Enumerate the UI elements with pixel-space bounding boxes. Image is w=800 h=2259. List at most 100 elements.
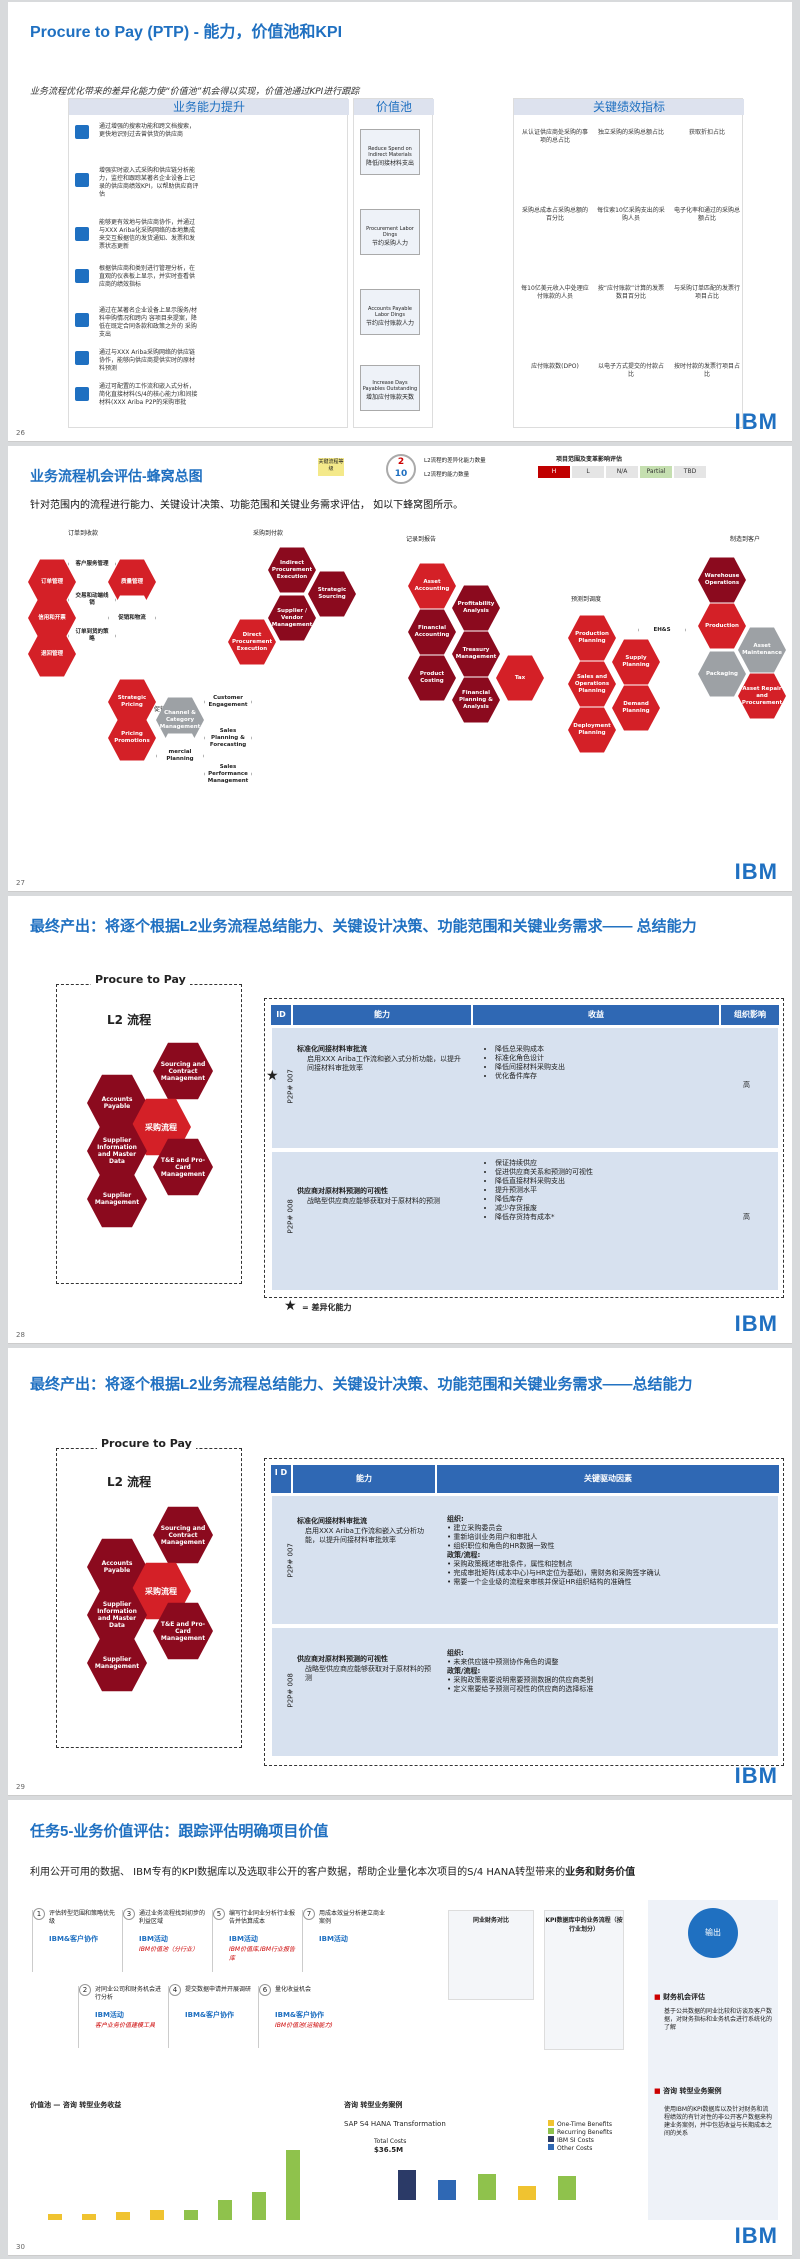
value-pool-bar [286, 2150, 300, 2220]
gain-item: 提升预测水平 [495, 1186, 715, 1195]
honeycomb-hex: Asset Maintenance [738, 626, 786, 674]
value-pool-en: Increase Days Payables Outstanding [361, 380, 419, 392]
value-pool-bar [82, 2214, 96, 2220]
col-header: 组织影响 [721, 1005, 779, 1025]
driver-item: 组织: [447, 1649, 773, 1658]
honeycomb-hex: Product Costing [408, 654, 456, 702]
driver-item: • 采购政策概述审批条件，属性和控制点 [447, 1560, 773, 1569]
output-desc: 使用IBM的KPI数据库以及针对财务和流程绩效的有针对性的非公开客户数据来构建业… [664, 2106, 772, 2138]
step-number: 5 [213, 1908, 225, 1920]
step-owner: IBM活动 [319, 1934, 348, 1944]
honeycomb-hex: Production Planning [568, 614, 616, 662]
process-label: Procure to Pay [97, 1437, 196, 1450]
driver-table: I D 能力 关键驱动因素 P2P# 007 标准化间接材料审批流 启用XXX … [264, 1458, 784, 1766]
value-pool-en: Reduce Spend on Indirect Materials [361, 146, 419, 158]
step-owner: IBM&客户协作 [49, 1934, 98, 1944]
output-1: 财务机会评估 [663, 1993, 705, 2001]
legend-level: 关键流程等级 [318, 458, 344, 476]
capability-header: 业务能力提升 [69, 99, 349, 115]
legend-box: H [538, 466, 570, 478]
slide-intro: 针对范围内的流程进行能力、关键设计决策、功能范围和关键业务需求评估， 如以下蜂窝… [30, 496, 463, 511]
chart-subtitle: SAP S4 HANA Transformation [344, 2120, 446, 2128]
driver-list: 组织:• 未来供应链中预测协作角色的调整政策/流程:• 采购政策需要说明需要预测… [447, 1649, 773, 1694]
output-panel: 输出 ■ 财务机会评估 基于公共数据的同业比较和访谈及客户数据，对财务指标和业务… [648, 1900, 778, 2220]
gain-list: 降低总采购成本标准化角色设计降低间接材料采购支出优化备件库存 [485, 1045, 715, 1081]
slide-subtitle: 业务流程优化带来的差异化能力使“价值池”机会得以实现，价值池通过KPI进行跟踪 [30, 84, 359, 97]
slide-title: 任务5-业务价值评估：跟踪评估明确项目价值 [30, 1820, 328, 1841]
legend-counter: 210 [386, 454, 416, 484]
output-bullet: ■ [654, 2087, 663, 2095]
gain-item: 降低库存 [495, 1195, 715, 1204]
honeycomb-hex: Asset Accounting [408, 562, 456, 610]
page-number: 27 [16, 879, 25, 887]
step-number: 7 [303, 1908, 315, 1920]
slide-capability-summary: 最终产出：将逐个根据L2业务流程总结能力、关键设计决策、功能范围和关键业务需求—… [8, 896, 792, 1344]
kpi-item: 每位索10亿采购支出的采购人员 [596, 207, 666, 223]
driver-item: • 建立采购委员会 [447, 1524, 773, 1533]
step-text: 提交数据申请并开展调研 [185, 1986, 253, 1994]
business-case-bar [478, 2174, 496, 2200]
step-source: IBM价值池（分行业） [139, 1944, 207, 1953]
value-pool-bar [184, 2210, 198, 2220]
page-number: 29 [16, 1783, 25, 1791]
chart-title: 咨询 转型业务案例 [344, 2100, 402, 2110]
capability-item: 通过与XXX Ariba采购网络的供应链协作，能够向供应商提供实时的原材料预测 [99, 349, 199, 373]
kpi-item: 按时付款的发票行项目占比 [672, 363, 742, 379]
step-number: 6 [259, 1984, 271, 1996]
legend-box: L [572, 466, 604, 478]
value-pool-bar [252, 2192, 266, 2220]
value-pool-bar [116, 2212, 130, 2220]
gain-item: 降低存货持有成本* [495, 1213, 715, 1222]
group-label: 记录到报告 [406, 534, 436, 543]
row-id: P2P# 008 [287, 1194, 296, 1234]
capability-icon [75, 269, 89, 283]
step-text: 量化收益机会 [275, 1986, 343, 1994]
kpi-header: 关键绩效指标 [514, 99, 744, 115]
driver-item: • 组织职位和角色的HR数据一致性 [447, 1542, 773, 1551]
capability-item: 能够更有效地与供应商协作，并通过与XXX Ariba化采购网络的本地集成来交互报… [99, 219, 199, 251]
honeycomb-hex: Strategic Sourcing [308, 570, 356, 618]
step-text: 编写行业同业分析行业报告并估算成本 [229, 1910, 297, 1926]
legend-entry: IBM SI Costs [548, 2136, 612, 2144]
gain-item: 降低间接材料采购支出 [495, 1063, 715, 1072]
ibm-logo: IBM [735, 1311, 778, 1337]
legend-entry: Recurring Benefits [548, 2128, 612, 2136]
output-2: 咨询 转型业务案例 [663, 2087, 721, 2095]
kpi-item: 应付账款数(DPO) [520, 363, 590, 371]
honeycomb-hex: Deployment Planning [568, 706, 616, 754]
capability-icon [75, 313, 89, 327]
step-number: 3 [123, 1908, 135, 1920]
process-step: 3通过业务流程找到初步的利益区域IBM活动IBM价值池（分行业） [122, 1910, 206, 1972]
process-label: Procure to Pay [91, 973, 190, 986]
capability-item: 通过增强的搜索功能和跨文档搜索，更快地识别过去曾供货的供应商 [99, 123, 199, 139]
step-owner: IBM&客户协作 [275, 2010, 324, 2020]
ibm-logo: IBM [735, 859, 778, 885]
step-source: IBM价值库,IBM行业报告库 [229, 1944, 297, 1962]
slide-title: 业务流程机会评估-蜂窝总图 [30, 466, 203, 486]
value-pool-zh: 降低间接材料支出 [361, 158, 419, 167]
legend-box: TBD [674, 466, 706, 478]
kpi-library-label: KPI数据库中的业务流程（按行业划分） [545, 1915, 623, 1933]
col-header: 能力 [293, 1465, 435, 1493]
legend-diff-count: L2流程的差异化能力数量 [424, 456, 486, 464]
slide-title: 最终产出：将逐个根据L2业务流程总结能力、关键设计决策、功能范围和关键业务需求—… [30, 1374, 770, 1396]
col-header: 收益 [473, 1005, 719, 1025]
driver-list: 组织:• 建立采购委员会• 重新培训业务用户和审批人• 组织职位和角色的HR数据… [447, 1515, 773, 1587]
step-number: 2 [79, 1984, 91, 1996]
row-impact: 高 [743, 1081, 750, 1090]
capability-icon [75, 387, 89, 401]
value-pool-bar [150, 2210, 164, 2220]
l2-label: L2 流程 [107, 1011, 151, 1028]
ibm-logo: IBM [735, 2223, 778, 2249]
output-bullet: ■ [654, 1993, 663, 2001]
value-pool-zh: 节约应付账款人力 [361, 318, 419, 327]
ibm-logo: IBM [735, 409, 778, 435]
kpi-item: 独立采购的采购总额占比 [596, 129, 666, 137]
legend-box: Partial [640, 466, 672, 478]
value-pool-bar [48, 2214, 62, 2220]
